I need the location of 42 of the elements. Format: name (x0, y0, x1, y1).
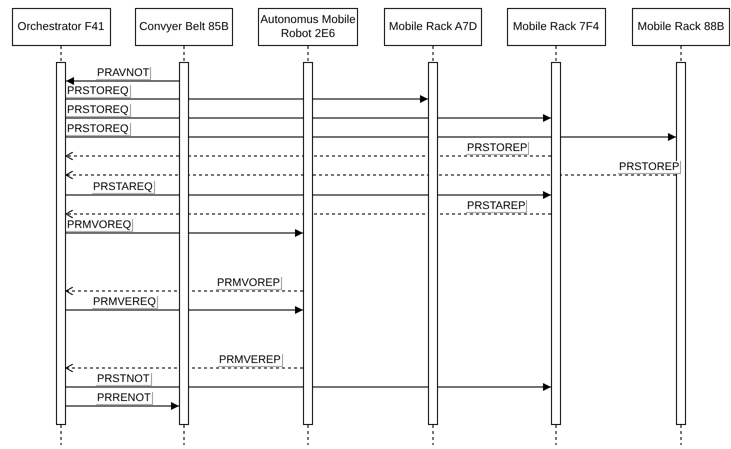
participant-box: Orchestrator F41 (12, 8, 110, 46)
activation-bar (56, 62, 66, 425)
participant-box: Convyer Belt 85B (135, 8, 233, 46)
participant-box: Autonomus Mobile Robot 2E6 (258, 8, 358, 46)
reply-arrow (66, 170, 676, 180)
lifeline (60, 46, 62, 62)
edge-label: PRMVOREQ (66, 219, 134, 232)
edge-label: PRMVOREP (216, 277, 282, 290)
message-arrow (66, 229, 304, 237)
edge-label: PRAVNOT (96, 67, 152, 80)
activation-bar (179, 62, 189, 425)
edge-label: PRSTOREQ (66, 104, 131, 117)
message-arrow (66, 383, 552, 391)
reply-arrow (66, 210, 552, 218)
reply-arrow (66, 364, 304, 372)
reply-arrow (66, 152, 552, 160)
message-arrow (66, 95, 428, 103)
message-arrow (66, 77, 180, 85)
activation-bar (303, 62, 313, 425)
message-arrow (66, 133, 676, 141)
edge-label: PRMVEREQ (92, 296, 158, 309)
edge-label: PRSTOREQ (66, 123, 131, 136)
reply-arrow (66, 286, 304, 296)
lifeline (432, 46, 434, 62)
edge-label: PRSTOREP (466, 142, 530, 155)
activation-bar (551, 62, 561, 425)
participant-box: Mobile Rack A7D (384, 8, 482, 46)
message-arrow (66, 306, 304, 314)
message-arrow (66, 191, 552, 199)
edge-label: PRSTOREP (618, 161, 682, 174)
participant-box: Mobile Rack 88B (632, 8, 730, 46)
edge-label: PRSTNOT (96, 373, 152, 386)
edge-label: PRSTOREQ (66, 85, 131, 98)
message-arrow (66, 114, 552, 122)
edge-label: PRSTAREQ (92, 181, 155, 194)
message-arrow (66, 402, 180, 410)
participant-box: Mobile Rack 7F4 (506, 8, 606, 46)
edge-label: PRRENOT (96, 392, 153, 405)
edge-label: PRSTAREP (466, 200, 528, 213)
edge-label: PRMVEREP (218, 354, 283, 367)
activation-bar (428, 62, 438, 425)
lifeline (680, 46, 682, 62)
